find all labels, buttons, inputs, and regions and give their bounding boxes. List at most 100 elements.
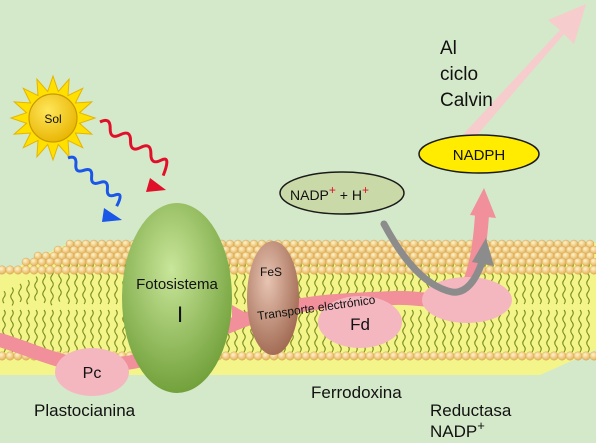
lipid-head <box>445 351 455 361</box>
lipid-head <box>61 265 71 275</box>
lipid-head <box>325 257 335 267</box>
lipid-head <box>381 351 391 361</box>
lipid-head <box>93 257 103 267</box>
lipid-head <box>533 257 543 267</box>
lipid-head <box>301 257 311 267</box>
fes-label: FeS <box>260 265 282 279</box>
photosystem-i <box>122 203 232 393</box>
lipid-head <box>525 257 535 267</box>
lipid-head <box>589 351 596 361</box>
photosystem-label: Fotosistema <box>136 276 218 293</box>
lipid-head <box>245 351 255 361</box>
lipid-head <box>381 265 391 275</box>
lipid-head <box>509 351 519 361</box>
lipid-head <box>397 265 407 275</box>
lipid-head <box>317 265 327 275</box>
lipid-tail <box>418 309 422 353</box>
lipid-head <box>301 351 311 361</box>
gray-arrowhead <box>472 238 494 266</box>
lipid-head <box>317 257 327 267</box>
lipid-head <box>349 257 359 267</box>
lipid-head <box>525 265 535 275</box>
lipid-head <box>29 265 39 275</box>
lipid-head <box>341 265 351 275</box>
lipid-head <box>557 351 567 361</box>
lipid-head <box>333 351 343 361</box>
lipid-head <box>429 351 439 361</box>
lipid-head <box>477 351 487 361</box>
nadph-ellipse <box>418 134 540 174</box>
lipid-head <box>373 351 383 361</box>
lipid-head <box>253 351 263 361</box>
nadp-h-ellipse <box>279 171 405 215</box>
lipid-tail <box>570 309 574 353</box>
lipid-head <box>509 257 519 267</box>
lipid-head <box>373 257 383 267</box>
lipid-head <box>445 265 455 275</box>
lipid-head <box>29 257 39 267</box>
lipid-tail <box>42 309 46 353</box>
calvin-arrow <box>458 4 586 148</box>
lipid-head <box>37 257 47 267</box>
lipid-head <box>5 351 15 361</box>
lipid-head <box>533 265 543 275</box>
lipid-head <box>333 265 343 275</box>
lipid-head <box>565 351 575 361</box>
lipid-tail <box>314 309 318 353</box>
lipid-tail <box>106 309 110 353</box>
lipid-head <box>365 351 375 361</box>
lipid-head <box>21 265 31 275</box>
lipid-head <box>357 351 367 361</box>
lipid-head <box>493 265 503 275</box>
lipid-head <box>237 265 247 275</box>
nadp-to-reductase-arrow <box>380 220 486 296</box>
light-wave-red <box>99 118 169 192</box>
lipid-head <box>453 351 463 361</box>
lipid-head <box>117 257 127 267</box>
lipid-head <box>509 265 519 275</box>
lipid-tail <box>2 290 6 304</box>
lipid-head <box>501 351 511 361</box>
lipid-head <box>485 351 495 361</box>
lipid-tail <box>562 309 566 353</box>
nadph-label: NADPH <box>453 147 506 164</box>
lipid-head <box>357 257 367 267</box>
lipid-head <box>453 265 463 275</box>
lipid-head <box>285 351 295 361</box>
light-wave-blue <box>67 155 122 222</box>
lipid-tail <box>74 309 78 353</box>
lipid-head <box>565 257 575 267</box>
lipid-head <box>45 265 55 275</box>
lipid-head <box>541 351 551 361</box>
lipid-tail <box>26 279 30 305</box>
pc-label: Pc <box>83 365 102 382</box>
lipid-head <box>341 351 351 361</box>
lipid-head <box>589 257 596 267</box>
lipid-head <box>293 257 303 267</box>
lipid-head <box>389 265 399 275</box>
lipid-tail <box>530 309 534 353</box>
lipid-head <box>109 265 119 275</box>
lipid-head <box>85 257 95 267</box>
lipid-tail <box>586 309 590 353</box>
lipid-head <box>0 265 7 275</box>
lipid-head <box>573 257 583 267</box>
lipid-tail <box>82 309 86 353</box>
plastocyanin-pc <box>55 348 129 396</box>
reductasa-label: Reductasa <box>430 401 512 420</box>
lipid-head <box>437 265 447 275</box>
lipid-tail <box>114 309 118 353</box>
calvin-line-1: Al <box>440 38 457 59</box>
electron-arrowhead-transport <box>232 305 258 330</box>
lipid-head <box>13 265 23 275</box>
lipid-head <box>309 265 319 275</box>
calvin-line-3: Calvin <box>440 90 493 111</box>
lipid-head <box>437 257 447 267</box>
lipid-head <box>357 265 367 275</box>
lipid-tail <box>90 309 94 353</box>
lipid-head <box>517 265 527 275</box>
lipid-head <box>109 257 119 267</box>
lipid-head <box>389 257 399 267</box>
lipid-head <box>229 257 239 267</box>
